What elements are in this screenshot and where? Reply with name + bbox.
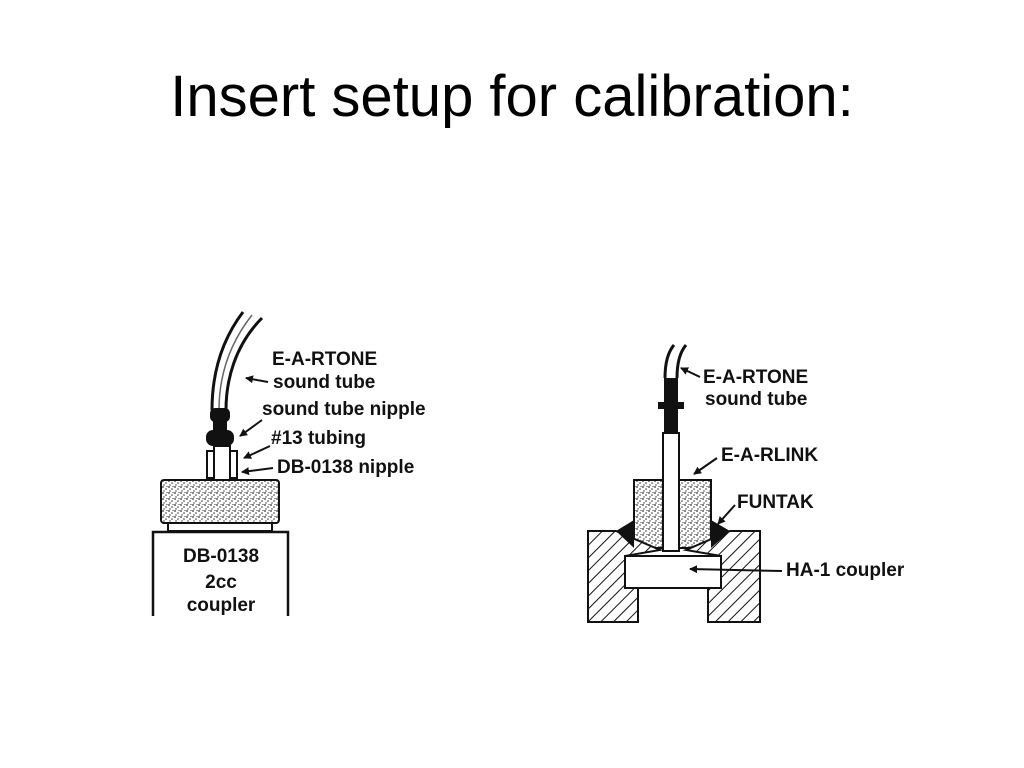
left-coupler-cap bbox=[160, 479, 280, 524]
right-funtak bbox=[616, 520, 634, 548]
left-coupler-label-1: DB-0138 bbox=[183, 546, 259, 567]
left-sound-tube-nipple bbox=[206, 408, 234, 446]
right-diagram: E-A-RTONE sound tube E-A-RLINK FUNTAK HA… bbox=[587, 344, 905, 623]
left-2cc-coupler bbox=[151, 530, 290, 616]
left-sound-tube bbox=[210, 311, 245, 411]
right-label-ha1-coupler: HA-1 coupler bbox=[786, 560, 905, 581]
right-label-eartone: E-A-RTONE bbox=[703, 367, 808, 388]
left-diagram: DB-0138 2cc coupler E-A-RTONE sound tube… bbox=[151, 311, 426, 616]
left-label-sound-tube: sound tube bbox=[273, 372, 375, 393]
slide-title: Insert setup for calibration: bbox=[170, 64, 854, 129]
right-sound-tube bbox=[663, 344, 676, 379]
right-label-sound-tube: sound tube bbox=[705, 389, 807, 410]
left-coupler-label-2: 2cc bbox=[205, 572, 237, 593]
right-label-rlink: E-A-RLINK bbox=[721, 445, 818, 466]
left-label-nipple: sound tube nipple bbox=[262, 399, 426, 420]
left-label-tubing: #13 tubing bbox=[271, 428, 366, 449]
left-coupler-label-3: coupler bbox=[187, 595, 256, 616]
right-ha1-coupler bbox=[624, 555, 722, 589]
left-db0138-nipple bbox=[206, 445, 238, 481]
left-label-db-nipple: DB-0138 nipple bbox=[277, 457, 414, 478]
right-label-funtak: FUNTAK bbox=[737, 492, 814, 513]
left-label-eartone: E-A-RTONE bbox=[272, 349, 377, 370]
